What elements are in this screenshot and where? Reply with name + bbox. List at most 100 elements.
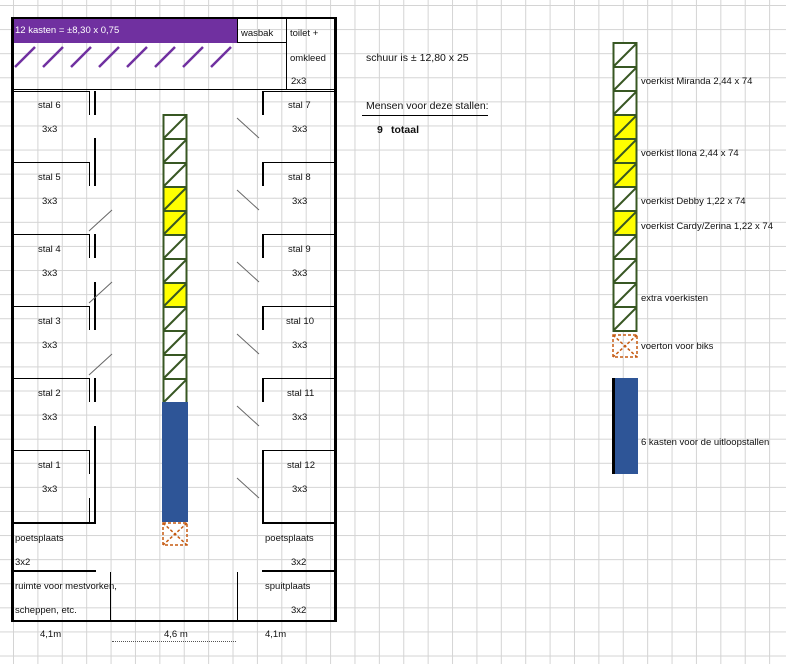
voerkist-green-cell bbox=[612, 42, 638, 68]
legend-kasten-block bbox=[612, 378, 638, 474]
poetsplaats-right-wall bbox=[262, 570, 335, 572]
voerkist-green-cell bbox=[612, 186, 638, 212]
voerkist-green-cell bbox=[612, 258, 638, 284]
voerkist-yellow-cell bbox=[612, 138, 638, 164]
left-stall-wall bbox=[13, 234, 90, 235]
left-stall-doors bbox=[88, 209, 113, 376]
poetsplaats-left-wall bbox=[13, 570, 96, 572]
right-stall-wall bbox=[262, 91, 335, 92]
legend-voerton-icon bbox=[612, 334, 638, 358]
spuitplaats-wall bbox=[237, 572, 238, 620]
voerkist-cells bbox=[612, 42, 638, 332]
left-stall-wall bbox=[89, 378, 90, 402]
stal-11-size: 3x3 bbox=[292, 412, 308, 423]
stal-12-name: stal 12 bbox=[287, 460, 315, 471]
ruimte-wall bbox=[110, 572, 111, 620]
left-stall-wall bbox=[13, 450, 90, 451]
stal-9-size: 3x3 bbox=[292, 268, 308, 279]
omkleed-size: 2x3 bbox=[291, 76, 307, 87]
ruimte-label-1: ruimte voor mestvorken, bbox=[15, 581, 117, 592]
right-stall-wall bbox=[262, 306, 264, 330]
dim-right: 4,1m bbox=[265, 629, 287, 640]
left-stall-wall bbox=[94, 378, 96, 402]
voerkist-yellow-cell bbox=[612, 162, 638, 188]
building-wall-left bbox=[11, 18, 14, 622]
stal-2-name: stal 2 bbox=[38, 388, 61, 399]
voerkist-green-cell bbox=[162, 162, 188, 188]
voerkist-cells bbox=[162, 114, 188, 404]
left-stall-wall bbox=[89, 498, 90, 522]
kasten-bar bbox=[13, 19, 238, 43]
stal-1-name: stal 1 bbox=[38, 460, 61, 471]
left-stall-wall bbox=[89, 306, 90, 330]
legend-debby: voerkist Debby 1,22 x 74 bbox=[641, 196, 746, 207]
voerkist-yellow-cell bbox=[162, 282, 188, 308]
voerkist-green-cell bbox=[162, 378, 188, 404]
legend-ilona: voerkist Ilona 2,44 x 74 bbox=[641, 148, 739, 159]
schuur-label: schuur is ± 12,80 x 25 bbox=[366, 52, 469, 64]
right-stall-wall bbox=[262, 234, 264, 258]
building-wall-bottom bbox=[11, 620, 337, 622]
voerkist-green-cell bbox=[162, 114, 188, 140]
left-stall-wall bbox=[13, 162, 90, 163]
stal-5-size: 3x3 bbox=[42, 196, 58, 207]
poetsplaats-right-size: 3x2 bbox=[291, 557, 307, 568]
left-stall-wall bbox=[89, 450, 90, 474]
voerkist-yellow-cell bbox=[612, 114, 638, 140]
header-divider-2 bbox=[286, 18, 287, 90]
kasten-label: 12 kasten = ±8,30 x 0,75 bbox=[15, 25, 120, 36]
left-stall-wall bbox=[13, 522, 96, 524]
header-divider-3 bbox=[237, 42, 286, 43]
voerkist-green-cell bbox=[162, 306, 188, 332]
aisle-voerton-icon bbox=[162, 522, 188, 546]
header-divider-1 bbox=[237, 18, 238, 43]
mensen-totaal: totaal bbox=[391, 124, 420, 136]
right-stall-wall bbox=[262, 378, 264, 402]
left-stall-wall bbox=[13, 306, 90, 307]
voerkist-green-cell bbox=[612, 66, 638, 92]
voerkist-green-cell bbox=[162, 234, 188, 260]
dim-middle: 4,6 m bbox=[164, 629, 188, 640]
legend-miranda: voerkist Miranda 2,44 x 74 bbox=[641, 76, 753, 87]
aisle-voerkist-column bbox=[162, 114, 188, 404]
dim-left: 4,1m bbox=[40, 629, 62, 640]
left-stall-wall bbox=[94, 91, 96, 115]
voerkist-green-cell bbox=[162, 354, 188, 380]
stal-7-name: stal 7 bbox=[288, 100, 311, 111]
mensen-count: 9 bbox=[377, 124, 383, 136]
legend-voerkist-column bbox=[612, 42, 638, 332]
right-stall-wall bbox=[262, 378, 335, 379]
right-stall-wall bbox=[262, 162, 264, 186]
stal-4-name: stal 4 bbox=[38, 244, 61, 255]
poetsplaats-left-size: 3x2 bbox=[15, 557, 31, 568]
voerkist-green-cell bbox=[162, 258, 188, 284]
building-wall-top bbox=[11, 17, 337, 19]
stal-3-size: 3x3 bbox=[42, 340, 58, 351]
voerkist-yellow-cell bbox=[162, 210, 188, 236]
aisle-kasten-block bbox=[162, 402, 188, 522]
poetsplaats-right: poetsplaats bbox=[265, 533, 314, 544]
spuitplaats-size: 3x2 bbox=[291, 605, 307, 616]
legend-extra: extra voerkisten bbox=[641, 293, 709, 304]
ruimte-label-2: scheppen, etc. bbox=[15, 605, 77, 616]
dim-middle-dotted-line bbox=[112, 641, 236, 642]
left-stall-wall bbox=[89, 91, 90, 115]
left-stall-wall bbox=[94, 282, 96, 330]
voerkist-green-cell bbox=[162, 138, 188, 164]
omkleed-label: omkleed bbox=[290, 53, 326, 64]
stal-9-name: stal 9 bbox=[288, 244, 311, 255]
right-stall-wall bbox=[262, 91, 264, 115]
left-stall-wall bbox=[94, 426, 96, 522]
stal-6-size: 3x3 bbox=[42, 124, 58, 135]
stal-10-size: 3x3 bbox=[292, 340, 308, 351]
kasten-hatch bbox=[14, 46, 232, 68]
right-stall-wall bbox=[262, 450, 335, 451]
legend-cardy: voerkist Cardy/Zerina 1,22 x 74 bbox=[641, 221, 774, 232]
voerkist-green-cell bbox=[162, 330, 188, 356]
stal-6-name: stal 6 bbox=[38, 100, 61, 111]
wasbak-label: wasbak bbox=[241, 28, 274, 39]
stal-2-size: 3x3 bbox=[42, 412, 58, 423]
legend-voerton: voerton voor biks bbox=[641, 341, 714, 352]
left-stall-wall bbox=[89, 162, 90, 186]
